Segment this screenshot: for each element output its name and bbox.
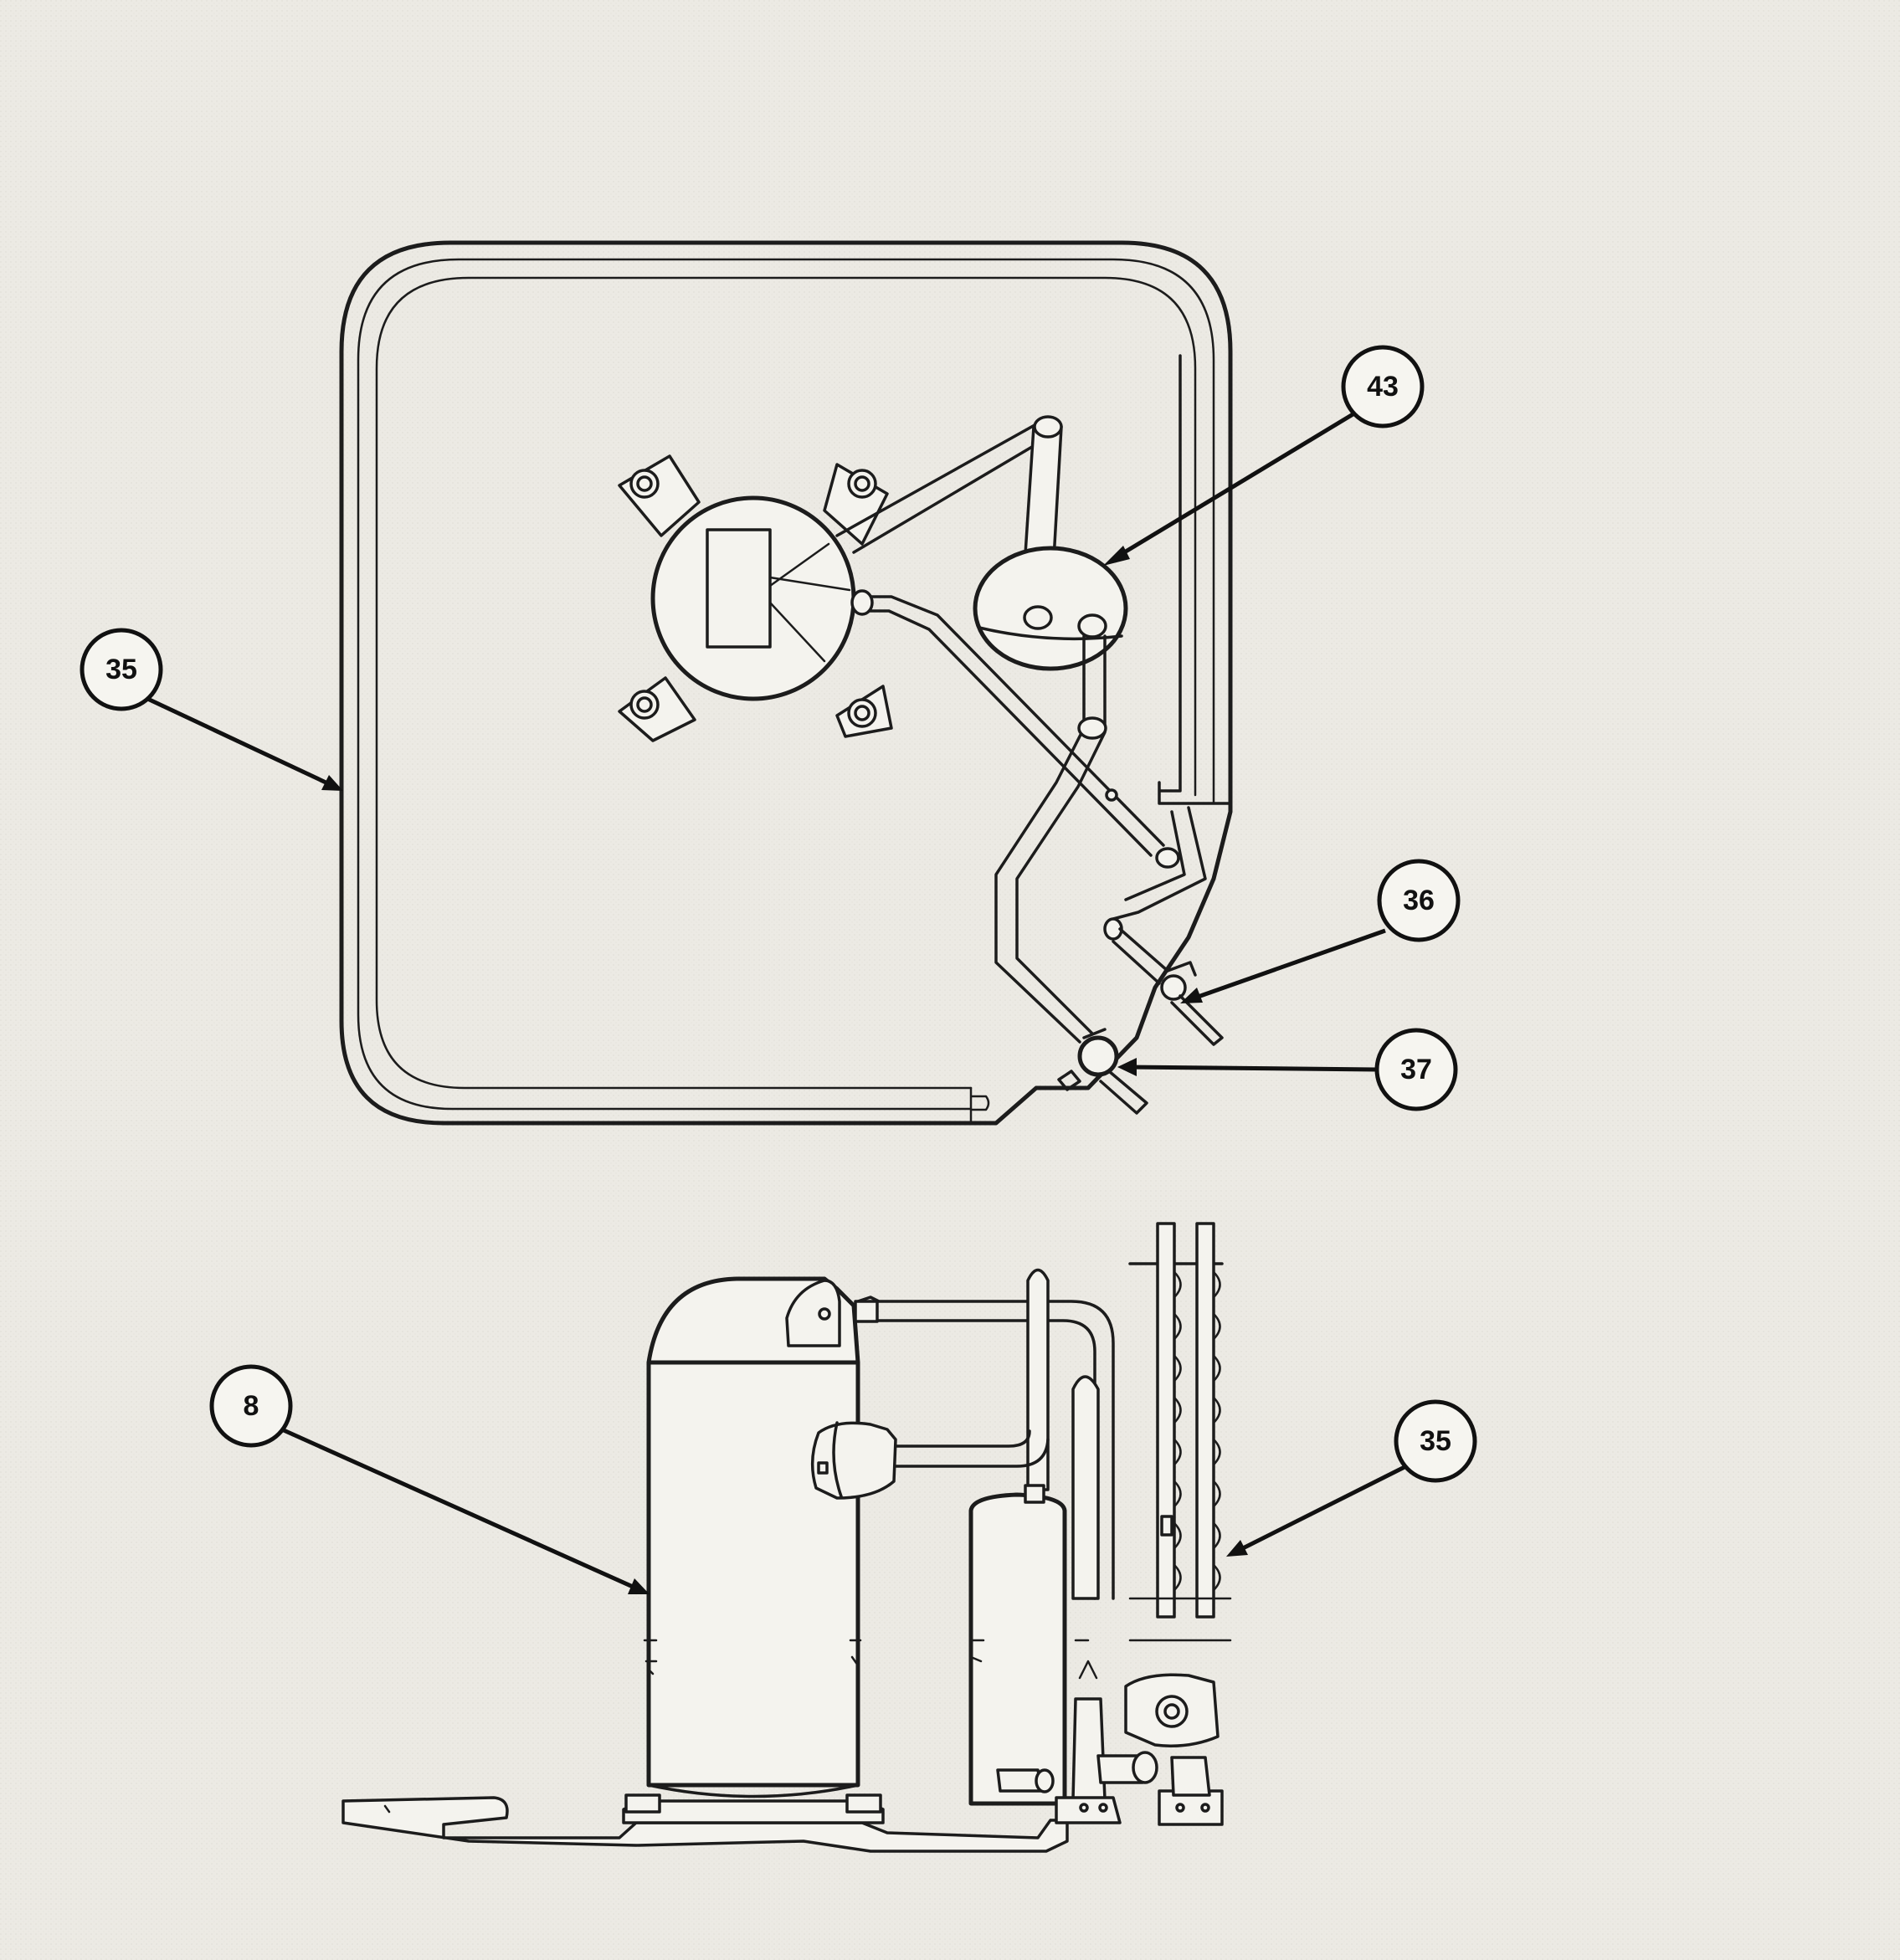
coil-frame-inner: [357, 258, 1215, 1111]
compressor-side-view: [622, 1276, 897, 1824]
coil-frame-inner-2: [375, 276, 1197, 1090]
base-pan: [341, 1796, 1069, 1853]
discharge-pipe-side: [856, 1296, 1115, 1600]
callout-37: 37: [1117, 1028, 1458, 1111]
service-valves-side-view: [1055, 1660, 1224, 1826]
callout-35-top: 35: [80, 628, 343, 791]
callout-label-35-top: 35: [105, 654, 137, 685]
callout-36: 36: [1180, 859, 1461, 1003]
accumulator-side-view: [968, 1484, 1090, 1806]
callout-43: 43: [1103, 345, 1425, 566]
callout-label-8: 8: [244, 1390, 259, 1422]
service-valve-37: [1057, 1028, 1148, 1115]
service-valve-36: [1160, 961, 1224, 1046]
callout-label-36: 36: [1403, 885, 1435, 916]
accumulator-top-view: [973, 546, 1128, 671]
coil-header: [1158, 354, 1232, 805]
callout-label-43: 43: [1367, 371, 1399, 403]
callout-8: 8: [209, 1364, 650, 1594]
suction-line-top: [852, 595, 1165, 857]
compressor-top-view: [618, 454, 893, 742]
top-view: 43 35 36 37: [80, 240, 1461, 1126]
callout-label-37: 37: [1400, 1054, 1432, 1085]
coil-frame-outline: [339, 240, 1233, 1126]
coil-header-side-view: [1128, 1222, 1232, 1642]
riser-pipe-side: [1026, 1268, 1050, 1491]
pipe-to-valve-37: [994, 634, 1107, 1044]
side-view: 8 35: [209, 1222, 1477, 1853]
liquid-line-to-valve-36: [1112, 927, 1169, 985]
callout-label-35-side: 35: [1420, 1425, 1451, 1457]
callout-35-side: 35: [1226, 1399, 1477, 1557]
coil-end-tab: [969, 1086, 990, 1125]
